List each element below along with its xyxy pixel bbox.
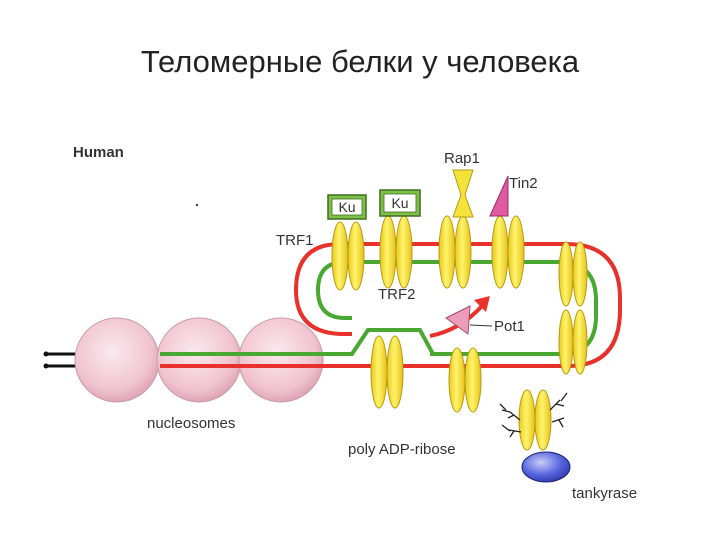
trf1-proteins <box>331 215 525 291</box>
ku-protein-1: Ku <box>327 194 367 220</box>
species-label: Human <box>73 144 124 161</box>
label-trf2: TRF2 <box>378 286 416 303</box>
label-poly-adp-ribose: poly ADP-ribose <box>348 441 456 458</box>
speck-dot <box>195 203 199 207</box>
pot1-protein <box>445 305 471 335</box>
nucleosome <box>156 317 242 403</box>
adp-ribose-chains <box>499 392 568 438</box>
tin2-protein <box>489 175 509 217</box>
label-rap1: Rap1 <box>444 150 480 167</box>
nucleosomes <box>74 317 324 403</box>
label-trf1: TRF1 <box>276 232 314 249</box>
nucleosome <box>74 317 160 403</box>
pot1-pointer <box>469 324 493 327</box>
svg-text:Ku: Ku <box>338 199 355 215</box>
trf2-bottom-proteins <box>370 335 482 413</box>
tankyrase-protein <box>521 451 571 483</box>
label-tankyrase: tankyrase <box>572 485 637 502</box>
green-dna-strand <box>160 260 598 356</box>
label-tin2: Tin2 <box>509 175 538 192</box>
trf2-right-proteins <box>558 241 588 375</box>
tankyrase-complex <box>499 389 571 483</box>
rap1-protein <box>452 169 474 218</box>
arrow-head <box>474 296 490 312</box>
ku-protein-2: Ku <box>379 189 421 217</box>
slide-title: Теломерные белки у человека <box>140 44 580 79</box>
nucleosome <box>238 317 324 403</box>
label-nucleosomes: nucleosomes <box>147 415 235 432</box>
label-pot1: Pot1 <box>494 318 525 335</box>
svg-text:Ku: Ku <box>391 195 408 211</box>
